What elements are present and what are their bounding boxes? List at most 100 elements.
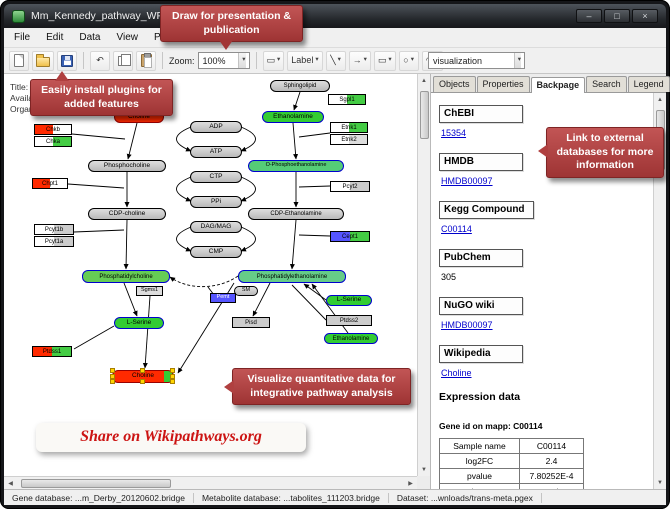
undo-button[interactable]: ↶ bbox=[90, 50, 110, 71]
pathway-edge-24[interactable] bbox=[291, 284, 327, 321]
pathway-node-cdp-choline[interactable]: CDP-choline bbox=[88, 208, 166, 220]
pathway-node-sm[interactable]: SM bbox=[234, 286, 258, 296]
pathway-edge-13[interactable] bbox=[71, 133, 126, 140]
pathway-node-atp[interactable]: ATP bbox=[190, 146, 242, 158]
pathway-node-l-serine-left[interactable]: L-Serine bbox=[114, 317, 164, 329]
selection-handle[interactable] bbox=[170, 373, 175, 379]
pathway-node-sgms1[interactable]: Sgms1 bbox=[136, 286, 163, 296]
pathway-node-phosphocholine[interactable]: Phosphocholine bbox=[88, 160, 166, 172]
pathway-node-etnk2[interactable]: Etnk2 bbox=[330, 134, 368, 145]
pathway-node-choline-selected[interactable]: Choline bbox=[110, 368, 175, 384]
pathway-node-cmp[interactable]: CMP bbox=[190, 246, 242, 258]
pathway-node-sgpl1[interactable]: Sgpl1 bbox=[328, 94, 366, 105]
tab-search[interactable]: Search bbox=[586, 76, 627, 92]
open-button[interactable] bbox=[32, 50, 54, 71]
pathway-node-chkb[interactable]: Chkb bbox=[34, 124, 72, 135]
pathway-node-ctp[interactable]: CTP bbox=[190, 171, 242, 183]
pathway-edge-22[interactable] bbox=[252, 282, 271, 317]
pathway-node-sphingolipid[interactable]: Sphingolipid bbox=[270, 80, 330, 92]
vertical-scroll-thumb[interactable] bbox=[419, 91, 429, 139]
selection-handle[interactable] bbox=[170, 368, 175, 373]
pathway-node-pemt[interactable]: Pemt bbox=[210, 293, 236, 303]
pathway-node-pcyt1a[interactable]: Pcyt1a bbox=[34, 236, 74, 247]
pathway-node-o-phosphoethanolamine[interactable]: O-Phosphoethanolamine bbox=[248, 160, 344, 172]
hmdb-link[interactable]: HMDB00097 bbox=[441, 176, 493, 186]
copy-button[interactable] bbox=[113, 50, 133, 71]
pathway-edge-21[interactable] bbox=[73, 325, 115, 350]
pathway-node-chpt1[interactable]: Chpt1 bbox=[32, 178, 68, 189]
canvas-horizontal-scrollbar[interactable]: ◀ ▶ bbox=[4, 476, 417, 489]
rect-tool-button[interactable]: ▭▾ bbox=[373, 50, 396, 71]
pathway-node-etnk1[interactable]: Etnk1 bbox=[330, 122, 368, 133]
pathway-edge-17[interactable] bbox=[73, 229, 125, 233]
tab-properties[interactable]: Properties bbox=[476, 76, 530, 92]
zoom-select[interactable]: 100% ▾ bbox=[197, 52, 250, 69]
selection-handle[interactable] bbox=[170, 379, 175, 384]
save-button[interactable] bbox=[57, 50, 77, 71]
scroll-down-icon[interactable]: ▼ bbox=[421, 466, 427, 473]
datanode-tool-button[interactable]: ▭▾ bbox=[262, 50, 285, 71]
pathway-canvas[interactable]: Title: Availability: Organism: Sphingoli… bbox=[4, 74, 430, 489]
pathway-node-ethanolamine-top[interactable]: Ethanolamine bbox=[262, 111, 324, 123]
pathway-node-adp[interactable]: ADP bbox=[190, 121, 242, 133]
pathway-edge-2[interactable] bbox=[123, 219, 129, 270]
maximize-button[interactable]: □ bbox=[604, 9, 630, 23]
chebi-link[interactable]: 15354 bbox=[441, 128, 467, 138]
menu-view[interactable]: View bbox=[116, 32, 138, 43]
tab-legend[interactable]: Legend bbox=[627, 76, 670, 92]
scroll-down-icon[interactable]: ▼ bbox=[657, 479, 663, 486]
scroll-right-icon[interactable]: ▶ bbox=[408, 480, 413, 487]
tab-objects[interactable]: Objects bbox=[433, 76, 476, 92]
wikipedia-link[interactable]: Choline bbox=[441, 368, 472, 378]
paste-button[interactable] bbox=[136, 50, 156, 71]
pathway-node-ptdss2[interactable]: Ptdss2 bbox=[326, 315, 372, 326]
pathway-edge-26[interactable] bbox=[142, 295, 151, 369]
pathway-node-phosphatidylcholine[interactable]: Phosphatidylcholine bbox=[82, 270, 170, 283]
pathway-edge-6[interactable] bbox=[293, 91, 301, 111]
selection-handle[interactable] bbox=[110, 373, 115, 379]
pathway-node-ethanolamine-bottom[interactable]: Ethanolamine bbox=[324, 333, 378, 344]
scroll-up-icon[interactable]: ▲ bbox=[421, 77, 427, 84]
pathway-edge-20[interactable] bbox=[123, 282, 138, 317]
new-file-button[interactable] bbox=[9, 50, 29, 71]
scroll-up-icon[interactable]: ▲ bbox=[657, 96, 663, 103]
pathway-edge-5[interactable] bbox=[289, 219, 297, 270]
pathway-edge-16[interactable] bbox=[67, 183, 125, 189]
pathway-edge-18[interactable] bbox=[298, 234, 331, 237]
menu-data[interactable]: Data bbox=[79, 32, 101, 43]
line-tool-button[interactable]: ╲▾ bbox=[325, 50, 346, 71]
tab-backpage[interactable]: Backpage bbox=[530, 77, 586, 93]
pathway-drawing-area[interactable]: Title: Availability: Organism: Sphingoli… bbox=[4, 74, 417, 476]
pathway-node-dag-mag[interactable]: DAG/MAG bbox=[190, 221, 242, 233]
pathway-edge-19[interactable] bbox=[169, 275, 239, 287]
menu-edit[interactable]: Edit bbox=[46, 32, 64, 43]
pathway-edge-11[interactable] bbox=[176, 226, 192, 252]
pathway-edge-0[interactable] bbox=[126, 122, 138, 160]
pathway-edge-12[interactable] bbox=[240, 226, 256, 252]
oval-tool-button[interactable]: ○▾ bbox=[398, 50, 419, 71]
pathway-edge-15[interactable] bbox=[298, 185, 331, 188]
close-button[interactable]: × bbox=[632, 9, 658, 23]
horizontal-scroll-thumb[interactable] bbox=[21, 478, 171, 488]
pathway-node-l-serine-right[interactable]: L-Serine bbox=[326, 295, 372, 306]
menu-file[interactable]: File bbox=[14, 32, 31, 43]
pathway-node-ppi[interactable]: PPi bbox=[190, 196, 242, 208]
pathway-node-pcyt1b[interactable]: Pcyt1b bbox=[34, 224, 74, 235]
scroll-left-icon[interactable]: ◀ bbox=[8, 480, 13, 487]
pathway-node-cdp-ethanolamine[interactable]: CDP-Ethanolamine bbox=[248, 208, 344, 220]
label-tool-button[interactable]: Label▾ bbox=[287, 50, 323, 71]
pathway-edge-3[interactable] bbox=[292, 122, 299, 160]
pathway-edge-9[interactable] bbox=[176, 176, 192, 202]
pathway-node-ptdss1[interactable]: Ptdss1 bbox=[32, 346, 72, 357]
visualization-select[interactable]: visualization ▾ bbox=[428, 52, 525, 69]
canvas-vertical-scrollbar[interactable]: ▲ ▼ bbox=[417, 74, 430, 476]
pathway-node-chka[interactable]: Chka bbox=[34, 136, 72, 147]
selection-handle[interactable] bbox=[110, 368, 115, 373]
pathway-node-phosphatidylethanolamine[interactable]: Phosphatidylethanolamine bbox=[238, 270, 346, 283]
pathway-edge-8[interactable] bbox=[240, 126, 256, 152]
pathway-node-cept1[interactable]: Cept1 bbox=[330, 231, 370, 242]
pathway-node-pcyt2[interactable]: Pcyt2 bbox=[330, 181, 370, 192]
selection-handle[interactable] bbox=[140, 368, 145, 373]
minimize-button[interactable]: – bbox=[576, 9, 602, 23]
pathway-edge-14[interactable] bbox=[298, 132, 331, 138]
